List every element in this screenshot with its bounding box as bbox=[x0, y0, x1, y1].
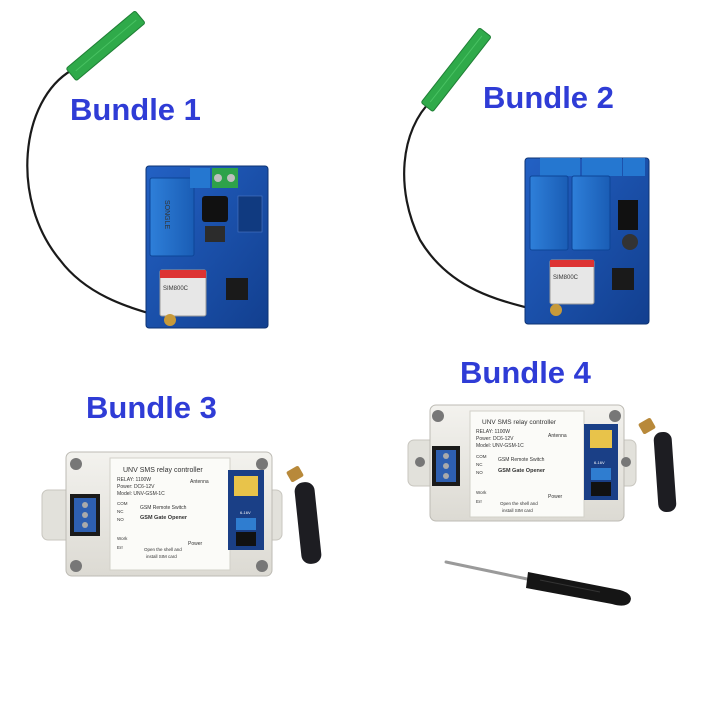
case-gate-opener: GSM Gate Opener bbox=[140, 515, 188, 521]
bundle-1-image: SONGLE SIM800C bbox=[26, 11, 269, 329]
case-antenna: Antenna bbox=[190, 479, 209, 485]
sim-module-label-2: SIM800C bbox=[553, 275, 579, 281]
bundle-3-image: UNV SMS relay controller RELAY: 1100W Po… bbox=[41, 451, 322, 577]
case-relay-4: RELAY: 1100W bbox=[476, 429, 510, 435]
case-power-label-4: Power bbox=[548, 494, 563, 500]
svg-text:SONGLE: SONGLE bbox=[163, 200, 170, 230]
rubber-antenna-icon bbox=[638, 418, 677, 512]
case-volt-4: 6-16V bbox=[594, 460, 605, 465]
case-work: Work bbox=[117, 536, 128, 541]
case-no: NO bbox=[117, 517, 124, 522]
pcb-antenna-icon bbox=[66, 11, 145, 81]
case-open-shell: Open the shell and bbox=[144, 547, 182, 552]
case-nc-4: NC bbox=[476, 462, 483, 467]
case-relay: RELAY: 1100W bbox=[117, 477, 151, 483]
case-power: Power: DC6-12V bbox=[117, 484, 155, 490]
case-power-4: Power: DC6-12V bbox=[476, 436, 514, 442]
bundle-3-label: Bundle 3 bbox=[86, 390, 217, 425]
bundle-4-label: Bundle 4 bbox=[460, 355, 591, 390]
case-gsm-remote-4: GSM Remote Switch bbox=[498, 457, 545, 463]
case-open-shell-4: Open the shell and bbox=[500, 501, 538, 506]
case-com: COM bbox=[117, 501, 128, 506]
bundle-2-image: SIM800C bbox=[403, 27, 650, 325]
case-com-4: COM bbox=[476, 454, 487, 459]
case-title: UNV SMS relay controller bbox=[123, 467, 203, 474]
case-work-4: Work bbox=[476, 490, 487, 495]
bundle-4-image: UNV SMS relay controller RELAY: 1100W Po… bbox=[407, 404, 677, 606]
sim-module-label: SIM800C bbox=[163, 286, 189, 292]
case-gate-opener-4: GSM Gate Opener bbox=[498, 468, 546, 474]
case-gsm-remote: GSM Remote Switch bbox=[140, 505, 187, 511]
case-volt: 6-16V bbox=[240, 510, 251, 515]
case-nc: NC bbox=[117, 509, 124, 514]
case-model: Model: UNV-GSM-1C bbox=[117, 491, 165, 497]
bundle-2-label: Bundle 2 bbox=[483, 80, 614, 115]
case-install-sim: install SIM card bbox=[146, 554, 177, 559]
screwdriver-icon bbox=[444, 560, 631, 606]
case-install-sim-4: install SIM card bbox=[502, 508, 533, 513]
case-model-4: Model: UNV-GSM-1C bbox=[476, 443, 524, 449]
case-power-label: Power bbox=[188, 541, 203, 547]
pcb-antenna-icon bbox=[421, 27, 491, 112]
case-title-4: UNV SMS relay controller bbox=[482, 419, 557, 426]
case-err-4: Err bbox=[476, 499, 483, 504]
bundle-1-label: Bundle 1 bbox=[70, 92, 201, 127]
case-antenna-4: Antenna bbox=[548, 433, 567, 439]
rubber-antenna-icon bbox=[286, 466, 322, 564]
case-no-4: NO bbox=[476, 470, 483, 475]
case-err: Err bbox=[117, 545, 124, 550]
